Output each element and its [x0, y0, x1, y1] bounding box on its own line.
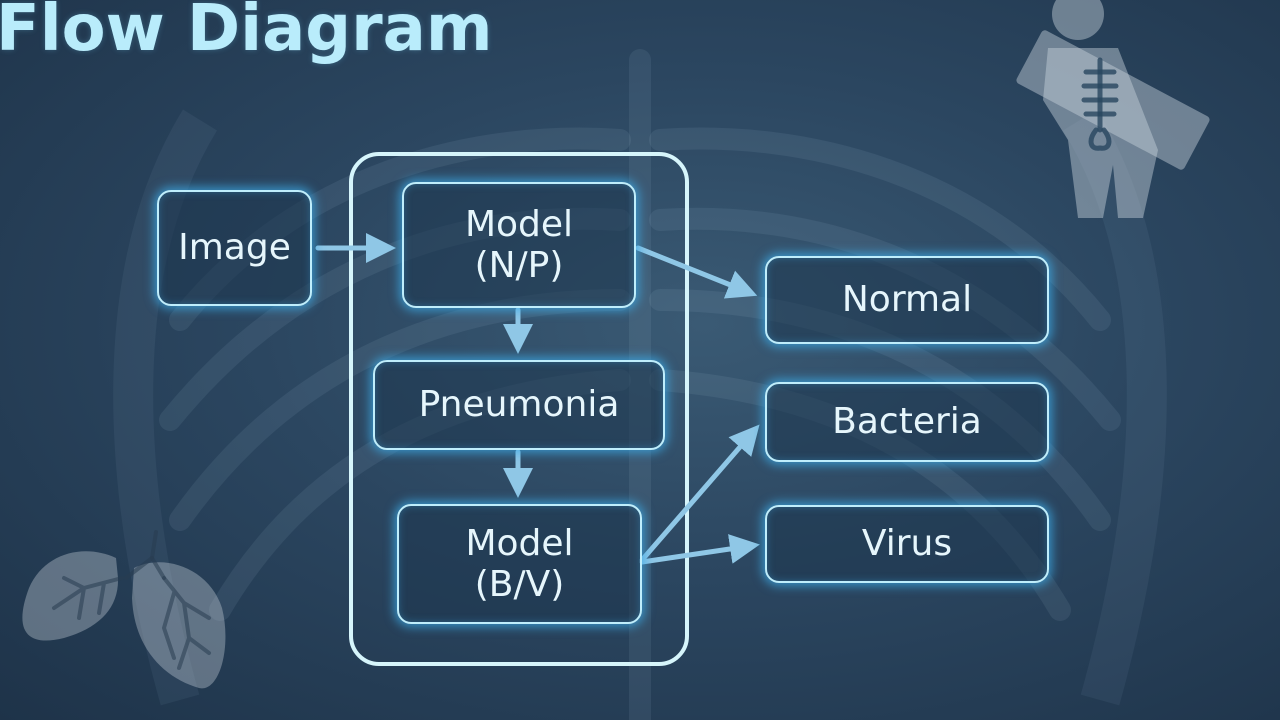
node-model-bv-line2: (B/V): [474, 564, 565, 605]
node-model-np-line1: Model: [464, 203, 574, 245]
node-model-np-line2: (N/P): [474, 245, 564, 286]
xray-person-icon: [1016, 0, 1210, 218]
node-normal-label: Normal: [841, 279, 973, 321]
lungs-icon: [22, 530, 226, 689]
node-model-bv-line1: Model: [465, 522, 574, 564]
arrow-model-bv-to-virus: [639, 534, 760, 565]
node-model-bv: Model (B/V): [397, 504, 642, 624]
node-image: Image: [157, 190, 312, 306]
node-virus-label: Virus: [861, 523, 953, 565]
node-pneumonia-label: Pneumonia: [418, 384, 620, 426]
page-title: Flow Diagram: [0, 0, 493, 66]
node-model-np: Model (N/P): [402, 182, 636, 308]
node-image-label: Image: [178, 227, 291, 269]
node-pneumonia: Pneumonia: [373, 360, 665, 450]
model-pipeline-group: [349, 152, 689, 666]
node-bacteria-label: Bacteria: [832, 401, 982, 443]
node-bacteria: Bacteria: [765, 382, 1049, 462]
node-normal: Normal: [765, 256, 1049, 344]
node-virus: Virus: [765, 505, 1049, 583]
arrow-model-bv-to-bacteria: [639, 424, 760, 563]
arrow-model-np-to-normal: [635, 245, 758, 299]
